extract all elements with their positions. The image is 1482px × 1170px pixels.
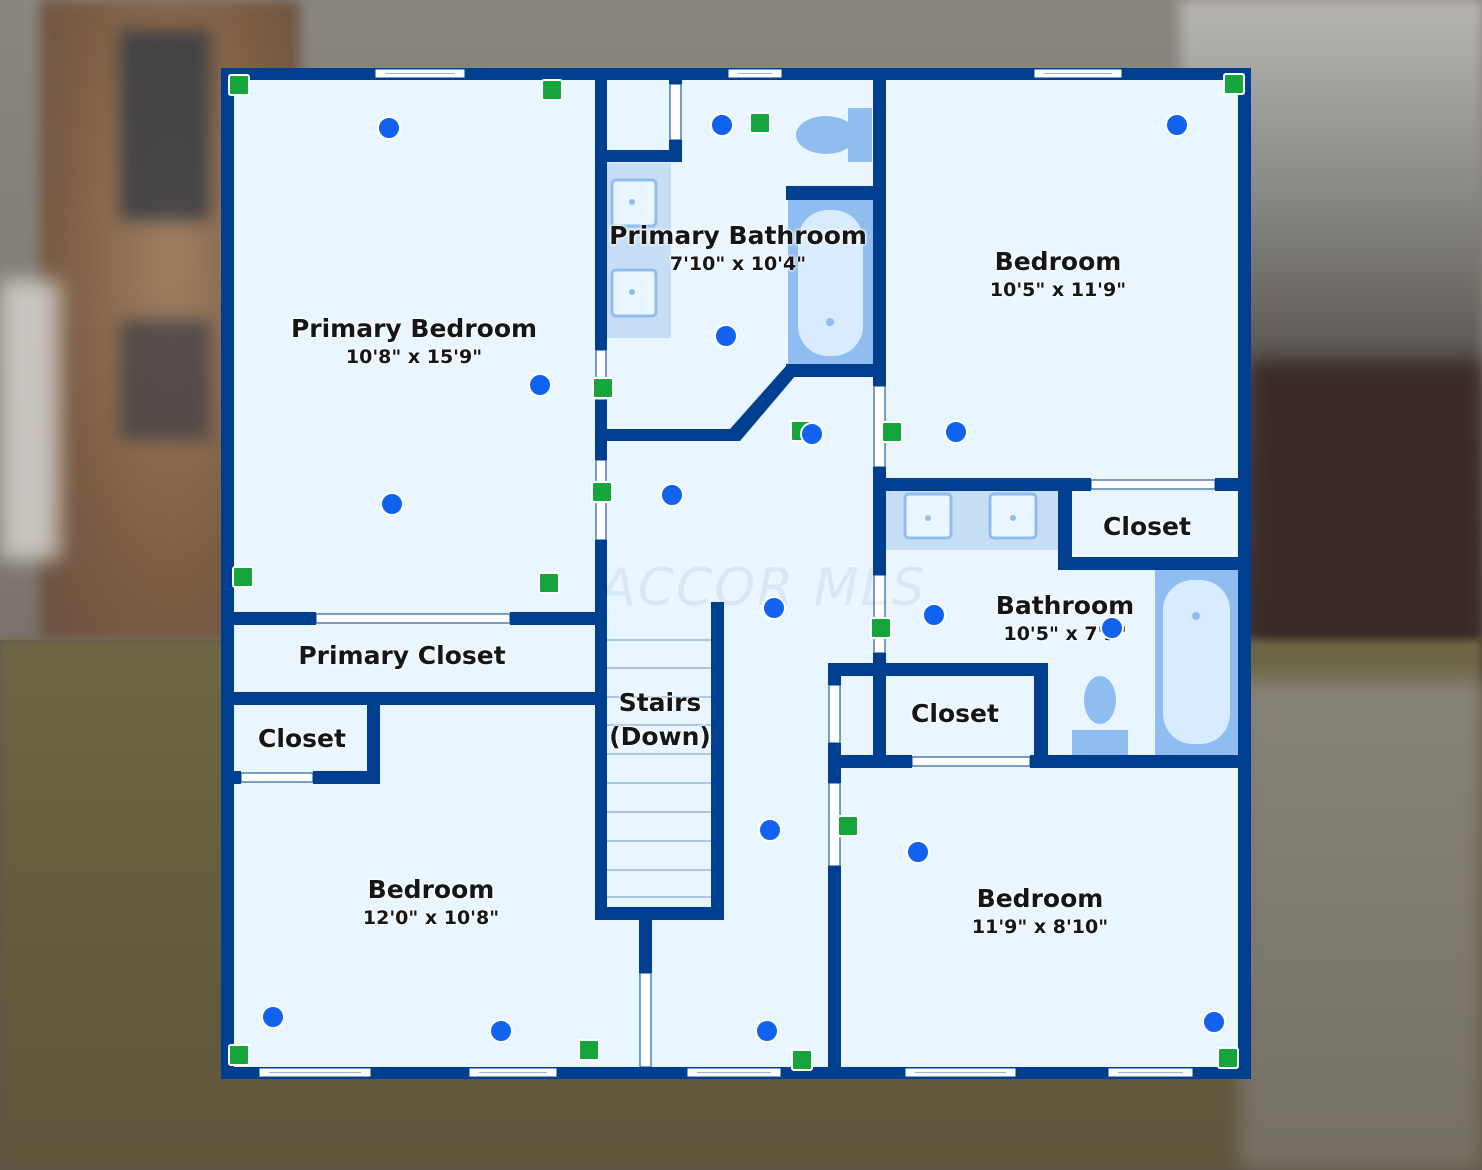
green-square-marker[interactable] [591, 481, 613, 503]
floor-area [221, 68, 1251, 1079]
blue-circle-marker[interactable] [1202, 1010, 1226, 1034]
room-label-closet-mid: Closet [890, 699, 1020, 729]
green-square-marker[interactable] [870, 617, 892, 639]
door-openings [240, 83, 1216, 1068]
room-label-closet-sw: Closet [240, 724, 364, 754]
blue-circle-marker[interactable] [906, 840, 930, 864]
green-square-marker[interactable] [592, 377, 614, 399]
primary-bath-toilet [796, 108, 872, 162]
room-name: Closet [258, 724, 346, 753]
room-dimensions: 12'0" x 10'8" [362, 907, 500, 929]
windows [258, 68, 1194, 1078]
green-square-marker[interactable] [1223, 73, 1245, 95]
room-label-primary-closet: Primary Closet [282, 641, 522, 671]
room-label-stairs: Stairs (Down) [605, 688, 715, 752]
blue-circle-marker[interactable] [1165, 113, 1189, 137]
green-square-marker[interactable] [791, 1049, 813, 1071]
bathroom-tub [1155, 570, 1240, 755]
green-square-marker[interactable] [1217, 1047, 1239, 1069]
room-label-primary-bathroom: Primary Bathroom 7'10" x 10'4" [604, 221, 872, 277]
blue-circle-marker[interactable] [377, 116, 401, 140]
room-label-bedroom-sw: Bedroom 12'0" x 10'8" [331, 875, 531, 931]
blue-circle-marker[interactable] [762, 596, 786, 620]
background-window [120, 30, 210, 220]
stairs-label-line1: Stairs [618, 688, 702, 717]
background-garage-door [1250, 360, 1482, 680]
room-dimensions: 11'9" x 8'10" [971, 916, 1109, 938]
background-driveway [1240, 680, 1482, 1170]
blue-circle-marker[interactable] [944, 420, 968, 444]
room-name: Primary Bedroom [290, 314, 538, 343]
background-window [120, 320, 210, 440]
green-square-marker[interactable] [837, 815, 859, 837]
green-square-marker[interactable] [228, 74, 250, 96]
room-dimensions: 10'8" x 15'9" [345, 346, 483, 368]
primary-bath-tub [788, 198, 873, 364]
green-square-marker[interactable] [541, 79, 563, 101]
room-label-bathroom: Bathroom 10'5" x 7'9" [975, 591, 1155, 647]
room-label-bedroom-se: Bedroom 11'9" x 8'10" [940, 884, 1140, 940]
green-square-marker[interactable] [228, 1044, 250, 1066]
room-label-bedroom-ne: Bedroom 10'5" x 11'9" [958, 247, 1158, 303]
green-square-marker[interactable] [881, 421, 903, 443]
blue-circle-marker[interactable] [660, 483, 684, 507]
room-label-primary-bedroom: Primary Bedroom 10'8" x 15'9" [264, 314, 564, 370]
green-square-marker[interactable] [538, 572, 560, 594]
room-name: Bathroom [995, 591, 1135, 620]
blue-circle-marker[interactable] [710, 113, 734, 137]
green-square-marker[interactable] [749, 112, 771, 134]
blue-circle-marker[interactable] [380, 492, 404, 516]
blue-circle-marker[interactable] [1100, 616, 1124, 640]
background-white-wall [0, 280, 60, 560]
room-name: Primary Bathroom [609, 221, 867, 250]
bathroom-vanity [885, 490, 1058, 550]
bathroom-toilet [1072, 676, 1128, 755]
room-name: Bedroom [994, 247, 1122, 276]
blue-circle-marker[interactable] [489, 1019, 513, 1043]
blue-circle-marker[interactable] [528, 373, 552, 397]
green-square-marker[interactable] [232, 566, 254, 588]
room-label-closet-ne: Closet [1080, 512, 1214, 542]
blue-circle-marker[interactable] [714, 324, 738, 348]
room-name: Closet [911, 699, 999, 728]
blue-circle-marker[interactable] [261, 1005, 285, 1029]
walls [221, 68, 1251, 1079]
room-name: Bedroom [976, 884, 1104, 913]
blue-circle-marker[interactable] [922, 603, 946, 627]
room-name: Closet [1103, 512, 1191, 541]
room-dimensions: 10'5" x 7'9" [1003, 623, 1127, 645]
green-square-marker[interactable] [578, 1039, 600, 1061]
stairs-label-line2: (Down) [609, 722, 711, 751]
blue-circle-marker[interactable] [758, 818, 782, 842]
room-dimensions: 7'10" x 10'4" [669, 253, 807, 275]
stairs-treads [607, 639, 711, 898]
blue-circle-marker[interactable] [755, 1019, 779, 1043]
blue-circle-marker[interactable] [800, 422, 824, 446]
room-dimensions: 10'5" x 11'9" [989, 279, 1127, 301]
room-name: Primary Closet [298, 641, 506, 670]
primary-bath-vanity [607, 163, 671, 338]
room-name: Bedroom [367, 875, 495, 904]
